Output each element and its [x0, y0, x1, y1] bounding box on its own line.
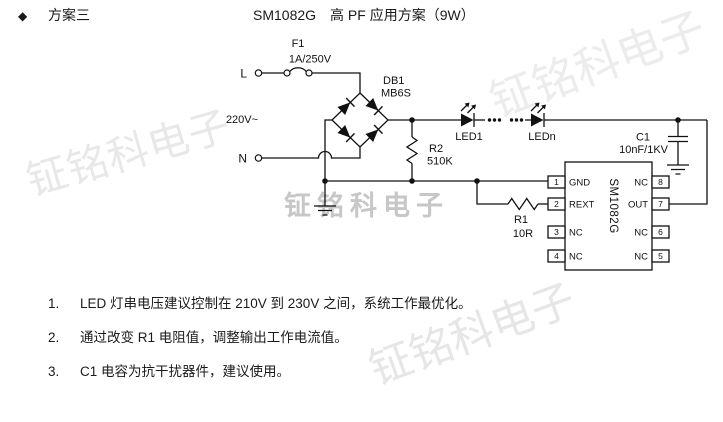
led-string-ellipsis: [487, 118, 524, 122]
pin-name: NC: [634, 252, 648, 263]
note-text: 通过改变 R1 电阻值，调整输出工作电流值。: [80, 330, 348, 345]
pin-number: 3: [554, 227, 559, 237]
pin-number: 4: [554, 251, 559, 261]
neutral-terminal: N: [238, 152, 263, 166]
led1-symbol: LED1: [455, 101, 483, 143]
fuse-value: 1A/250V: [289, 54, 332, 66]
r1-value: 10R: [513, 228, 533, 240]
note-text: LED 灯串电压建议控制在 210V 到 230V 之间，系统工作最优化。: [80, 296, 472, 311]
note-number: 1.: [48, 296, 60, 311]
pin-number: 6: [658, 227, 663, 237]
bridge-rectifier: DB1 MB6S: [331, 75, 411, 148]
pin-number: 1: [554, 177, 559, 187]
diamond-bullet-icon: ◆: [18, 9, 28, 23]
note-number: 2.: [48, 330, 60, 345]
pin-number: 2: [554, 199, 559, 209]
title-text: 高 PF 应用方案（9W）: [330, 7, 475, 23]
page-title: SM1082G 高 PF 应用方案（9W）: [253, 7, 475, 24]
pin-name: GND: [569, 178, 590, 189]
ledn-symbol: LEDn: [528, 101, 556, 143]
c1-value: 10nF/1KV: [619, 144, 669, 156]
ledn-label: LEDn: [528, 131, 556, 143]
pin-number: 8: [658, 177, 663, 187]
ic-sm1082g: 1 2 3 4 8 7 6 5 GND REXT NC NC NC OUT NC…: [547, 161, 670, 271]
ground-symbol: [667, 164, 689, 175]
ic-part-label: SM1082G: [607, 178, 619, 233]
pin-name: OUT: [628, 200, 648, 211]
note-number: 3.: [48, 364, 60, 379]
pin-name: NC: [569, 228, 583, 239]
pin-name: NC: [569, 252, 583, 263]
out-wire: [668, 120, 708, 205]
r2-ref: R2: [429, 143, 443, 155]
pin-name: NC: [634, 228, 648, 239]
r2-value: 510K: [427, 156, 453, 168]
resistor-r1: R1 10R: [476, 181, 548, 240]
title-model: SM1082G: [253, 7, 317, 23]
live-label: L: [240, 67, 247, 81]
pin-number: 5: [658, 251, 663, 261]
live-terminal: L: [240, 67, 263, 81]
wire: [312, 72, 361, 93]
fuse-symbol: F1 1A/250V: [283, 38, 332, 77]
neutral-label: N: [238, 152, 247, 166]
note-text: C1 电容为抗干扰器件，建议使用。: [80, 364, 291, 379]
bridge-part: MB6S: [381, 88, 411, 100]
ground-symbol: [314, 205, 336, 216]
capacitor-c1: C1 10nF/1KV: [619, 120, 689, 175]
c1-ref: C1: [636, 132, 650, 144]
scheme-label: 方案三: [48, 7, 90, 23]
led1-label: LED1: [455, 131, 483, 143]
r1-ref: R1: [514, 214, 528, 226]
fuse-ref: F1: [292, 38, 305, 50]
wire: [324, 119, 332, 206]
bridge-ref: DB1: [383, 75, 404, 87]
junction-dots: [322, 117, 681, 184]
pin-name: REXT: [569, 200, 595, 211]
resistor-r2: R2 510K: [405, 120, 453, 181]
neutral-wire: [261, 147, 361, 159]
pin-name: NC: [634, 178, 648, 189]
pin-number: 7: [658, 199, 663, 209]
mains-voltage-label: 220V~: [226, 114, 258, 126]
